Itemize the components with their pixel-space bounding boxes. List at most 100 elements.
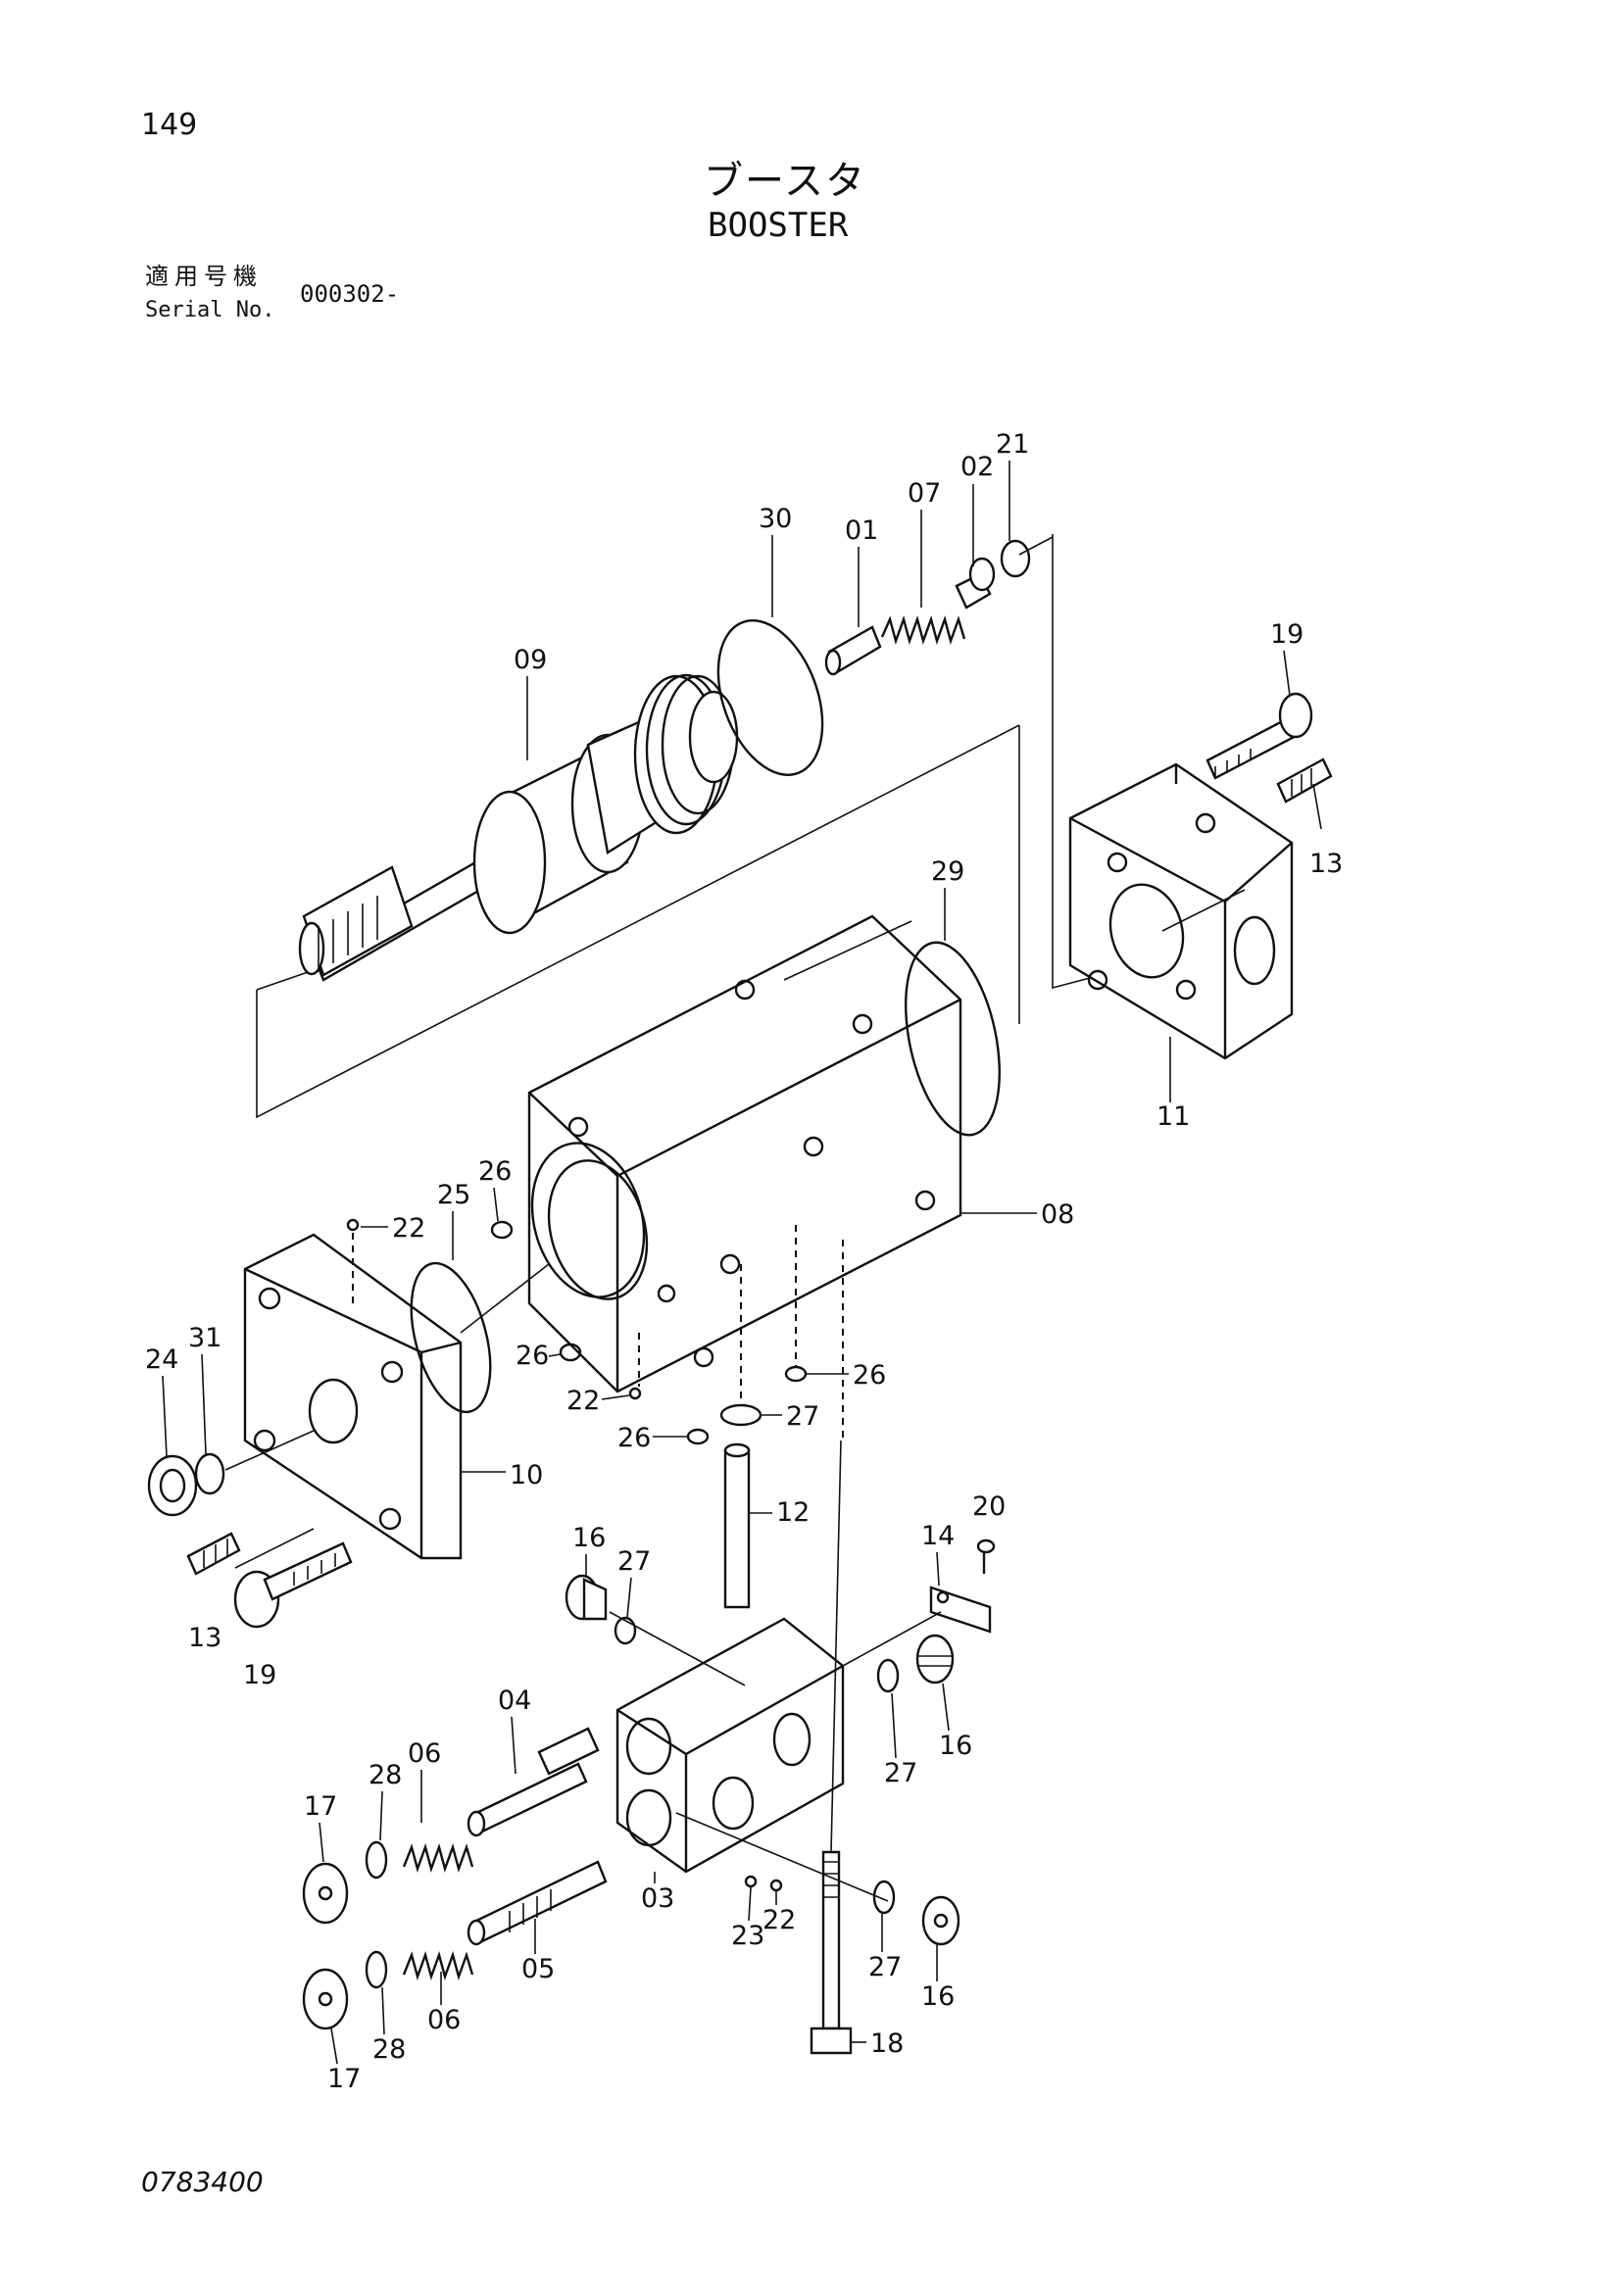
part-16-plug-c <box>921 1895 960 1946</box>
part-25-o-ring <box>410 1261 492 1414</box>
label-13-top: 13 <box>1309 849 1343 879</box>
leader-lines <box>224 783 1322 1902</box>
label-25: 25 <box>437 1180 470 1210</box>
part-16-plug-a <box>565 1574 608 1621</box>
page-number: 149 <box>141 108 198 142</box>
label-29: 29 <box>931 856 964 887</box>
part-19-bolt-left <box>233 1541 353 1629</box>
part-13-plug-left <box>186 1532 241 1576</box>
part-22-ball-b <box>628 1387 642 1400</box>
label-19-top: 19 <box>1270 619 1303 650</box>
part-12-pin <box>723 1442 751 1609</box>
label-21: 21 <box>996 429 1029 460</box>
part-04-spool <box>467 1727 600 1837</box>
part-31-ring <box>194 1452 225 1495</box>
label-16-a: 16 <box>572 1523 606 1553</box>
label-02: 02 <box>960 452 994 482</box>
label-23: 23 <box>731 1921 764 1951</box>
label-16-b: 16 <box>939 1731 972 1761</box>
label-26-d: 26 <box>617 1423 651 1453</box>
part-10-flange-cover <box>243 1233 463 1560</box>
part-14-plate <box>929 1586 992 1634</box>
label-28-b: 28 <box>372 2034 406 2065</box>
part-22-ball-c <box>769 1879 783 1892</box>
label-04: 04 <box>498 1685 531 1716</box>
part-20-screw <box>976 1539 996 1574</box>
label-03: 03 <box>641 1883 674 1914</box>
label-16-c: 16 <box>921 1981 955 2012</box>
part-labels: 01 02 07 21 30 09 19 13 29 11 08 26 25 2… <box>145 429 1343 2094</box>
part-27-ring-c <box>872 1880 896 1915</box>
label-26-b: 26 <box>516 1341 549 1371</box>
part-21-snap-ring <box>1000 539 1031 578</box>
part-30-o-ring <box>716 619 824 776</box>
label-17-a: 17 <box>304 1791 337 1822</box>
part-19-bolt-top <box>1205 692 1313 780</box>
label-26-c: 26 <box>853 1360 886 1391</box>
part-06-spring-b <box>402 1951 474 1980</box>
label-07: 07 <box>908 478 941 509</box>
part-23-ball <box>744 1875 758 1888</box>
part-28-ring-b <box>365 1950 388 1989</box>
part-16-plug-b <box>915 1634 955 1685</box>
part-26-ring-d <box>686 1428 710 1445</box>
part-17-plug-b <box>302 1968 349 2030</box>
part-02-poppet <box>955 557 996 610</box>
label-01: 01 <box>845 515 878 546</box>
label-22-a: 22 <box>392 1213 425 1244</box>
part-13-plug-top <box>1276 757 1333 804</box>
part-07-spring <box>880 615 966 645</box>
part-09-piston-shaft <box>298 673 739 982</box>
part-27-ring-b <box>876 1658 900 1693</box>
part-28-ring-a <box>365 1840 388 1880</box>
part-06-spring-a <box>402 1843 474 1873</box>
label-31: 31 <box>188 1323 221 1353</box>
label-26-a: 26 <box>478 1156 512 1187</box>
label-06-a: 06 <box>408 1738 441 1769</box>
title-japanese: ブースタ <box>704 159 866 204</box>
label-11: 11 <box>1156 1101 1190 1132</box>
label-08: 08 <box>1041 1199 1074 1230</box>
label-09: 09 <box>514 645 547 675</box>
label-22-c: 22 <box>762 1905 796 1935</box>
serial-label-japanese: 適用号機 <box>145 263 263 290</box>
label-12: 12 <box>776 1497 810 1528</box>
label-28-a: 28 <box>369 1760 402 1790</box>
label-06-b: 06 <box>427 2005 461 2035</box>
title-english: BOOSTER <box>708 206 849 245</box>
part-05-spool <box>467 1860 608 1946</box>
part-29-o-ring <box>905 941 1001 1137</box>
label-22-b: 22 <box>566 1386 600 1416</box>
part-22-ball-a <box>346 1218 360 1232</box>
label-20: 20 <box>972 1491 1006 1522</box>
serial-label-english: Serial No. <box>145 298 275 322</box>
part-26-ring-c <box>784 1365 808 1383</box>
label-27-a: 27 <box>617 1546 651 1577</box>
part-27-ring-a <box>614 1616 637 1645</box>
part-08-body <box>527 914 962 1393</box>
part-26-ring-a <box>490 1220 514 1240</box>
label-27-c: 27 <box>868 1952 902 1982</box>
document-number: 0783400 <box>141 2166 264 2198</box>
label-10: 10 <box>510 1460 543 1490</box>
label-17-b: 17 <box>327 2064 361 2094</box>
dashed-guide-lines <box>352 1225 844 1441</box>
label-18: 18 <box>870 2028 904 2059</box>
assembly-guide-lines <box>256 534 1091 1119</box>
part-24-seal <box>147 1454 198 1517</box>
part-26-ring-b <box>559 1343 582 1362</box>
label-30: 30 <box>759 504 792 534</box>
part-27-ring-d <box>719 1403 762 1427</box>
part-18-long-bolt <box>810 1850 853 2055</box>
label-27-b: 27 <box>884 1758 917 1788</box>
part-01-plug <box>824 625 882 676</box>
serial-value: 000302- <box>300 280 400 308</box>
label-27-d: 27 <box>786 1401 819 1432</box>
label-05: 05 <box>521 1954 555 1984</box>
label-13-left: 13 <box>188 1623 221 1653</box>
part-11-end-cover <box>1068 762 1294 1060</box>
label-14: 14 <box>921 1521 955 1551</box>
label-24: 24 <box>145 1344 178 1375</box>
part-03-valve-block <box>615 1617 845 1874</box>
